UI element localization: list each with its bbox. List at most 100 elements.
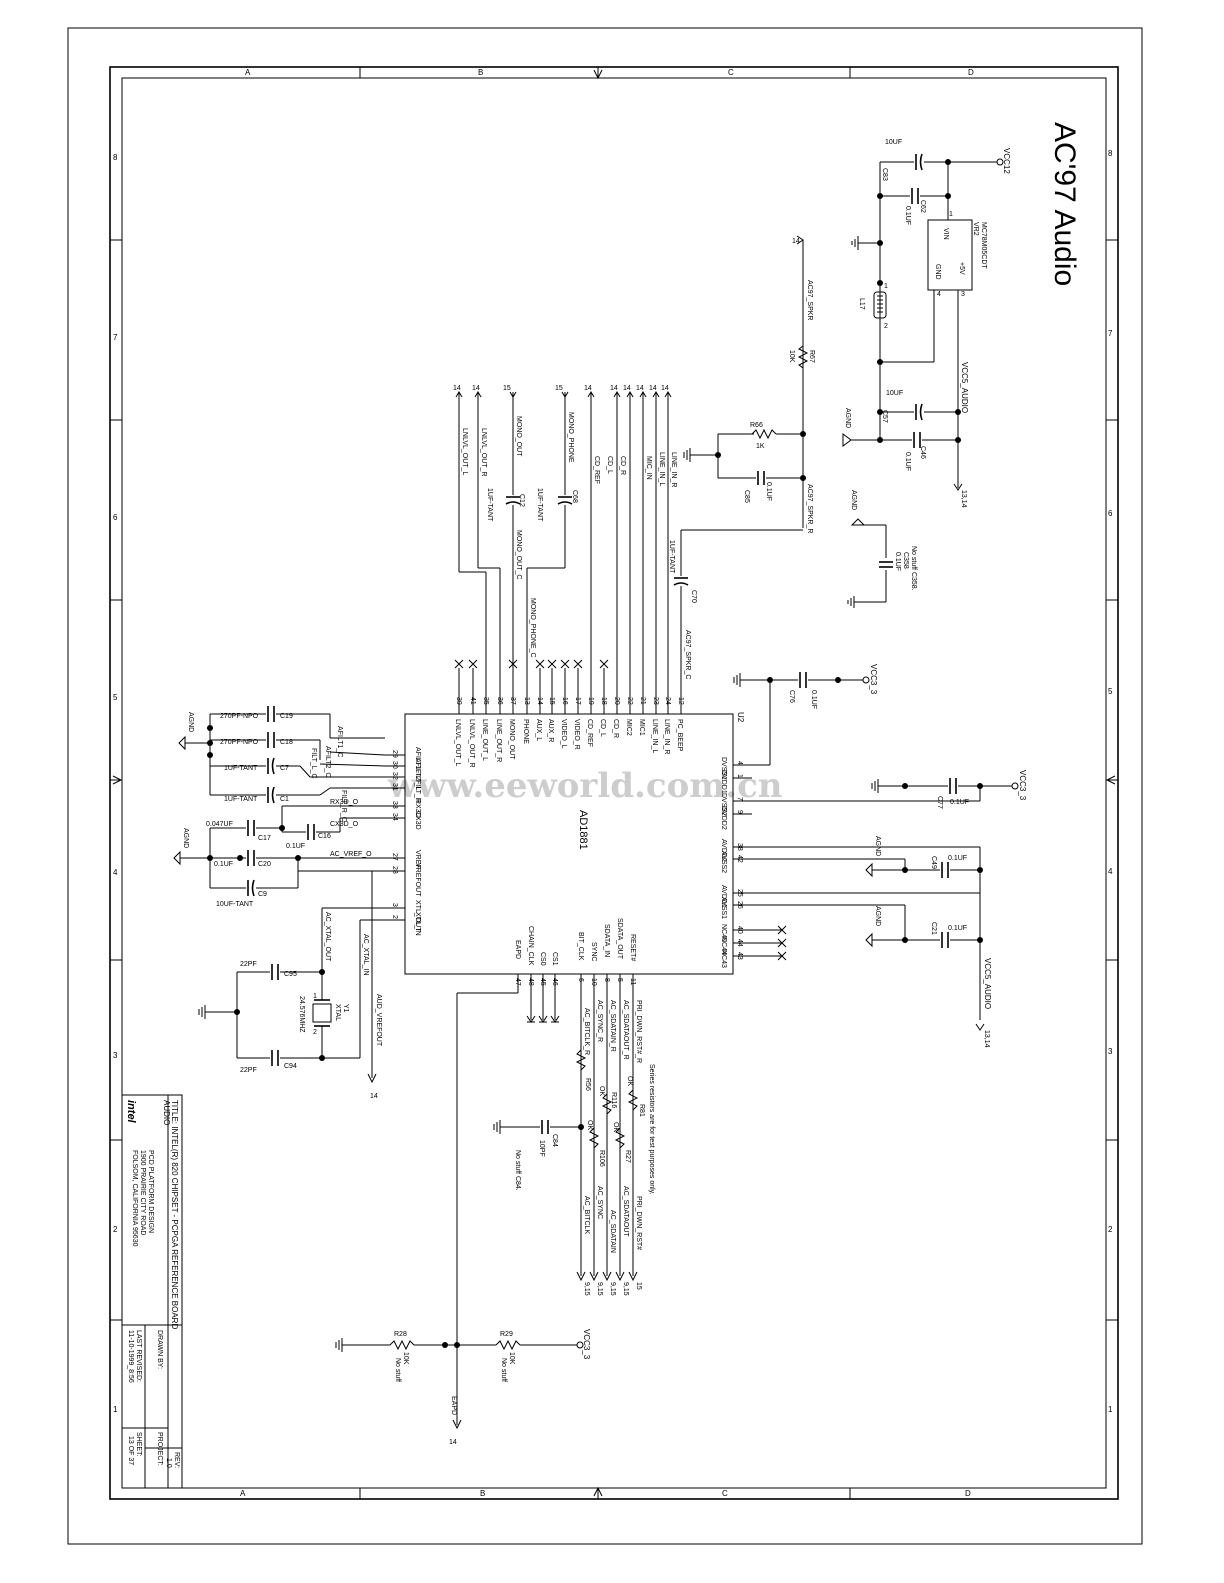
zone-row-6-left: 6 xyxy=(113,513,118,522)
svg-text:AGND: AGND xyxy=(874,836,881,856)
svg-text:13,14: 13,14 xyxy=(960,490,967,508)
zone-row-4-left: 4 xyxy=(113,868,118,877)
svg-text:0.1UF: 0.1UF xyxy=(904,452,911,471)
title-block-title: TITLE: INTEL(R) 820 CHIPSET - PCPGA REFE… xyxy=(170,1100,179,1329)
svg-text:3: 3 xyxy=(961,291,965,298)
svg-text:CD_R: CD_R xyxy=(619,456,626,475)
svg-text:LINE_IN_R: LINE_IN_R xyxy=(663,719,670,754)
ground-symbol-vr2 xyxy=(851,236,859,250)
svg-text:VCC3_3: VCC3_3 xyxy=(869,664,878,695)
svg-text:AC_VREF_O: AC_VREF_O xyxy=(330,851,372,858)
svg-text:VIDEO_L: VIDEO_L xyxy=(560,719,567,749)
zone-row-3-right: 3 xyxy=(1108,1047,1113,1056)
title-block xyxy=(121,1094,183,1489)
svg-text:2: 2 xyxy=(391,915,398,919)
zone-col-d-bottom: D xyxy=(965,1489,971,1498)
zone-row-2-left: 2 xyxy=(113,1225,118,1234)
svg-text:AFILT1: AFILT1 xyxy=(414,747,421,770)
drawing-border xyxy=(109,66,1119,1500)
svg-text:C94: C94 xyxy=(284,1063,297,1070)
svg-text:C84: C84 xyxy=(551,1134,558,1147)
svg-text:15: 15 xyxy=(635,1282,642,1290)
svg-text:2: 2 xyxy=(313,1029,317,1036)
svg-text:VR2: VR2 xyxy=(972,222,979,236)
svg-text:C57: C57 xyxy=(881,410,888,423)
svg-text:MIC1: MIC1 xyxy=(638,719,645,736)
svg-text:33: 33 xyxy=(391,801,398,809)
svg-text:LINE_IN_R: LINE_IN_R xyxy=(670,452,677,487)
svg-text:CS0: CS0 xyxy=(539,952,546,966)
title-block-drawn-by: DRAWN BY: xyxy=(156,1330,163,1369)
svg-text:14: 14 xyxy=(636,385,644,392)
svg-text:C95: C95 xyxy=(284,971,297,978)
svg-text:1: 1 xyxy=(313,993,317,1000)
bottom-nc-terminations xyxy=(526,1015,560,1023)
svg-text:7: 7 xyxy=(736,797,743,801)
codec-left-pins xyxy=(385,754,405,921)
svg-text:1: 1 xyxy=(736,774,743,778)
svg-text:VREFOUT: VREFOUT xyxy=(414,863,421,897)
zone-row-1-left: 1 xyxy=(113,1405,118,1414)
svg-text:C358: C358 xyxy=(902,552,909,569)
top-nc-markers xyxy=(454,659,609,695)
svg-text:13: 13 xyxy=(523,697,530,705)
svg-text:VCC3_3: VCC3_3 xyxy=(1018,770,1027,801)
svg-text:C7: C7 xyxy=(280,765,289,772)
svg-text:0.1UF: 0.1UF xyxy=(765,482,772,501)
svg-text:AGND: AGND xyxy=(844,408,851,428)
title-block-last-revised-label: LAST REVISED: xyxy=(135,1330,142,1382)
svg-text:0.1UF: 0.1UF xyxy=(286,843,305,850)
svg-text:+5V: +5V xyxy=(958,262,965,275)
svg-text:C62: C62 xyxy=(919,200,926,213)
zone-row-3-left: 3 xyxy=(113,1051,118,1060)
svg-text:AC_BITCLK: AC_BITCLK xyxy=(583,1196,590,1234)
zone-row-2-right: 2 xyxy=(1108,1225,1113,1234)
svg-text:LINE_IN_L: LINE_IN_L xyxy=(658,452,665,486)
svg-text:R106: R106 xyxy=(598,1150,605,1167)
codec-nc-markers xyxy=(777,925,787,961)
svg-text:SYNC: SYNC xyxy=(590,942,597,961)
svg-text:PRI_DWN_RST#_R: PRI_DWN_RST#_R xyxy=(635,1000,642,1063)
title-block-company-2: 1900 PRAIRIE CITY ROAD xyxy=(139,1150,146,1235)
svg-text:CHAIN_CLK: CHAIN_CLK xyxy=(527,926,534,966)
svg-text:C77: C77 xyxy=(936,796,943,809)
svg-text:No stuff: No stuff xyxy=(394,1358,401,1382)
svg-text:9,15: 9,15 xyxy=(596,1282,603,1296)
svg-text:AUD_VREFOUT: AUD_VREFOUT xyxy=(375,994,382,1047)
svg-text:VCC12: VCC12 xyxy=(1002,148,1011,174)
ac-link-wiring xyxy=(493,1060,634,1276)
svg-text:XTL_OUT: XTL_OUT xyxy=(414,900,421,932)
svg-text:0.1UF: 0.1UF xyxy=(948,925,967,932)
svg-text:1UF-TANT: 1UF-TANT xyxy=(668,540,675,574)
regulator-vr2: VR2 MC78M05CDT VIN GND +5V 1 3 4 xyxy=(927,211,987,298)
title-block-project: PROJECT: xyxy=(156,1432,163,1466)
svg-text:AC97_SPKR: AC97_SPKR xyxy=(806,280,813,320)
svg-text:MONO_PHONE: MONO_PHONE xyxy=(567,412,574,463)
svg-text:1UF-TANT: 1UF-TANT xyxy=(486,488,493,522)
audio-io-net-labels: LINE_IN_R LINE_IN_L MIC_IN CD_R CD_L CD_… xyxy=(461,412,677,658)
svg-text:R56: R56 xyxy=(584,1078,591,1091)
svg-text:No stuff C84.: No stuff C84. xyxy=(514,1150,521,1191)
zone-row-4-right: 4 xyxy=(1108,867,1113,876)
svg-text:29: 29 xyxy=(391,750,398,758)
svg-text:11: 11 xyxy=(629,978,636,985)
svg-text:14: 14 xyxy=(472,385,480,392)
svg-text:41: 41 xyxy=(469,697,476,705)
codec-top-pins xyxy=(458,695,682,714)
capacitor-c94: 22PF C94 xyxy=(240,1050,297,1074)
svg-text:0.1UF: 0.1UF xyxy=(894,552,901,571)
svg-text:14: 14 xyxy=(661,385,669,392)
codec-part: AD1881 xyxy=(577,810,589,850)
svg-text:0.1UF: 0.1UF xyxy=(904,206,911,225)
capacitor-c84: C84 10PF No stuff C84. xyxy=(514,1120,558,1191)
svg-text:AFILT2_C: AFILT2_C xyxy=(324,746,331,777)
title-block-company-3: FOLSOM, CALIFORNIA 95630 xyxy=(131,1150,138,1247)
svg-text:C16: C16 xyxy=(318,833,331,840)
svg-text:C46: C46 xyxy=(919,446,926,459)
svg-text:6: 6 xyxy=(577,978,584,982)
svg-text:BIT_CLK: BIT_CLK xyxy=(577,932,584,961)
title-block-last-revised: 11-10-1999_8:56 xyxy=(127,1330,134,1383)
svg-text:C18: C18 xyxy=(280,739,293,746)
ac-link-offpage: 15 9,15 9,15 9,15 9,15 xyxy=(576,1271,642,1296)
